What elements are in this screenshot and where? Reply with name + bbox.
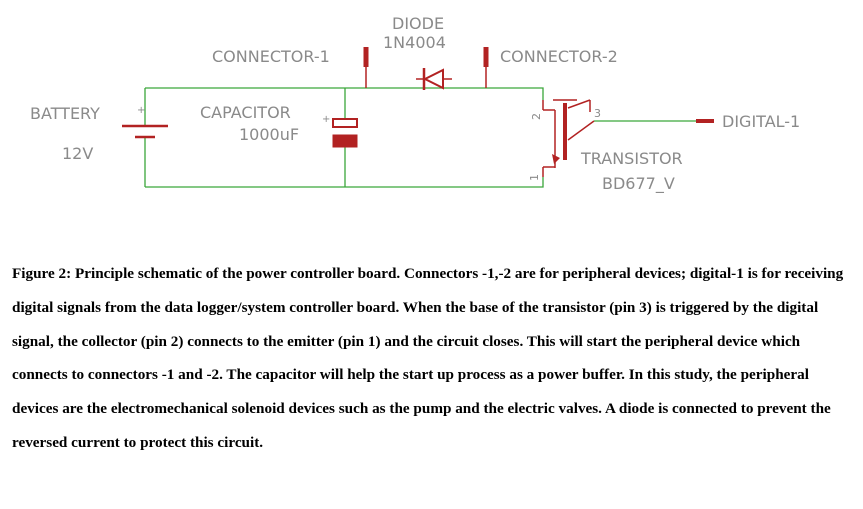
capacitor-plus: + [322, 114, 330, 125]
connector-2-symbol: CONNECTOR-2 [483, 47, 618, 88]
capacitor-value: 1000uF [239, 125, 299, 144]
transistor-value: BD677_V [602, 174, 675, 194]
pin-collector-label: 2 [530, 113, 543, 120]
diode-symbol: DIODE 1N4004 [383, 14, 452, 90]
connector-2-label: CONNECTOR-2 [500, 47, 618, 66]
figure-caption: Figure 2: Principle schematic of the pow… [12, 265, 844, 451]
transistor-symbol: 2 3 1 TRANSISTOR BD677_V [528, 99, 683, 194]
pin-base-label: 3 [594, 107, 601, 120]
battery-symbol: + BATTERY 12V [30, 104, 168, 163]
diode-name: DIODE [392, 14, 444, 33]
wires [144, 87, 708, 188]
connector-1-symbol: CONNECTOR-1 [212, 47, 369, 88]
wire-top [145, 87, 544, 100]
digital-1-label: DIGITAL-1 [722, 112, 800, 131]
connector-1-label: CONNECTOR-1 [212, 47, 330, 66]
transistor-name: TRANSISTOR [580, 149, 683, 168]
battery-value: 12V [62, 144, 93, 163]
battery-name: BATTERY [30, 104, 100, 123]
capacitor-name: CAPACITOR [200, 103, 291, 122]
circuit-schematic: + BATTERY 12V + CAPACITOR 1000uF CONNECT… [30, 14, 800, 194]
diode-value: 1N4004 [383, 33, 446, 52]
capacitor-symbol: + CAPACITOR 1000uF [200, 103, 358, 148]
battery-plus: + [137, 105, 145, 116]
wire-bottom [145, 177, 544, 188]
pin-emitter-label: 1 [528, 174, 541, 181]
digital-1-terminal: DIGITAL-1 [696, 112, 800, 131]
